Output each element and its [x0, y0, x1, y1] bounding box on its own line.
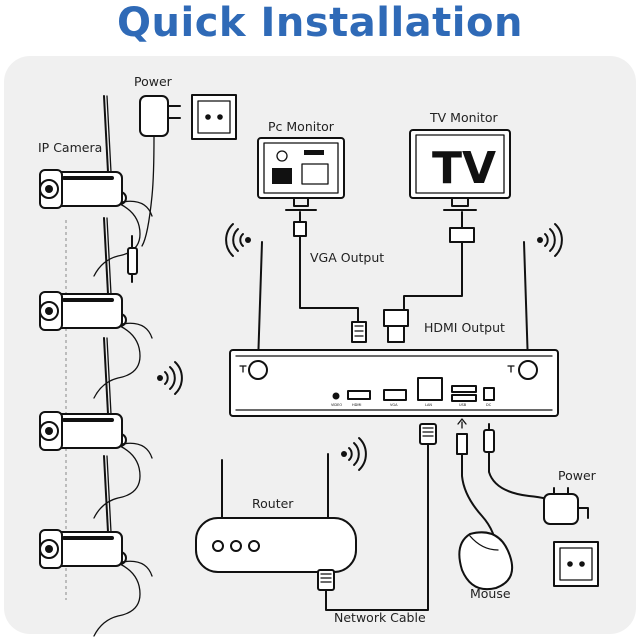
rj45-connector-router-icon: [317, 569, 335, 591]
mouse-icon: [458, 531, 514, 591]
vga-cable: [293, 211, 367, 343]
wall-socket-bottom-icon: [553, 541, 599, 587]
dc-plug-nvr-icon: [483, 423, 556, 503]
rj45-connector-nvr-icon: [419, 423, 437, 445]
router-label: Router: [252, 496, 294, 511]
power-adapter-icon: [139, 95, 181, 247]
network-cable-label: Network Cable: [334, 610, 426, 625]
wifi-router-icon: [341, 437, 367, 471]
hdmi-connector-icon: [383, 309, 409, 343]
wall-socket-top-icon: [191, 94, 237, 140]
tv-monitor-icon: TV: [409, 129, 511, 211]
port-label-video: VIDEO: [331, 403, 342, 407]
ip-camera-label: IP Camera: [38, 140, 102, 155]
pc-monitor-icon: [257, 137, 345, 211]
wifi-right-icon: [537, 223, 563, 257]
wifi-nvr-left-icon: [225, 223, 251, 257]
vga-output-label: VGA Output: [310, 250, 384, 265]
pc-monitor-label: Pc Monitor: [268, 119, 335, 134]
dc-plug-icon: [127, 235, 138, 283]
port-label-dc: DC: [486, 403, 492, 407]
ip-camera-2-icon: [39, 217, 153, 399]
tv-screen-text: TV: [432, 143, 496, 194]
network-cable: [317, 423, 437, 611]
hdmi-output-label: HDMI Output: [424, 320, 505, 335]
port-label-hdmi: HDMI: [352, 403, 361, 407]
mouse-label: Mouse: [470, 586, 511, 601]
nvr-port-panel: VIDEO HDMI VGA LAN USB DC: [331, 377, 495, 407]
ip-camera-4-icon: [39, 455, 153, 637]
port-label-vga: VGA: [390, 403, 398, 407]
ip-camera-3-icon: [39, 337, 153, 519]
wifi-left-icon: [157, 361, 183, 395]
port-label-lan: LAN: [425, 403, 432, 407]
power-right-label: Power: [558, 468, 597, 483]
port-label-usb: USB: [459, 403, 467, 407]
hdmi-cable: [383, 211, 475, 343]
router-icon: [195, 453, 357, 573]
power-top-label: Power: [134, 74, 173, 89]
page-title: Quick Installation: [117, 0, 523, 46]
tv-monitor-label: TV Monitor: [429, 110, 499, 125]
power-adapter-right-icon: [543, 487, 589, 525]
vga-connector-icon: [351, 321, 367, 343]
